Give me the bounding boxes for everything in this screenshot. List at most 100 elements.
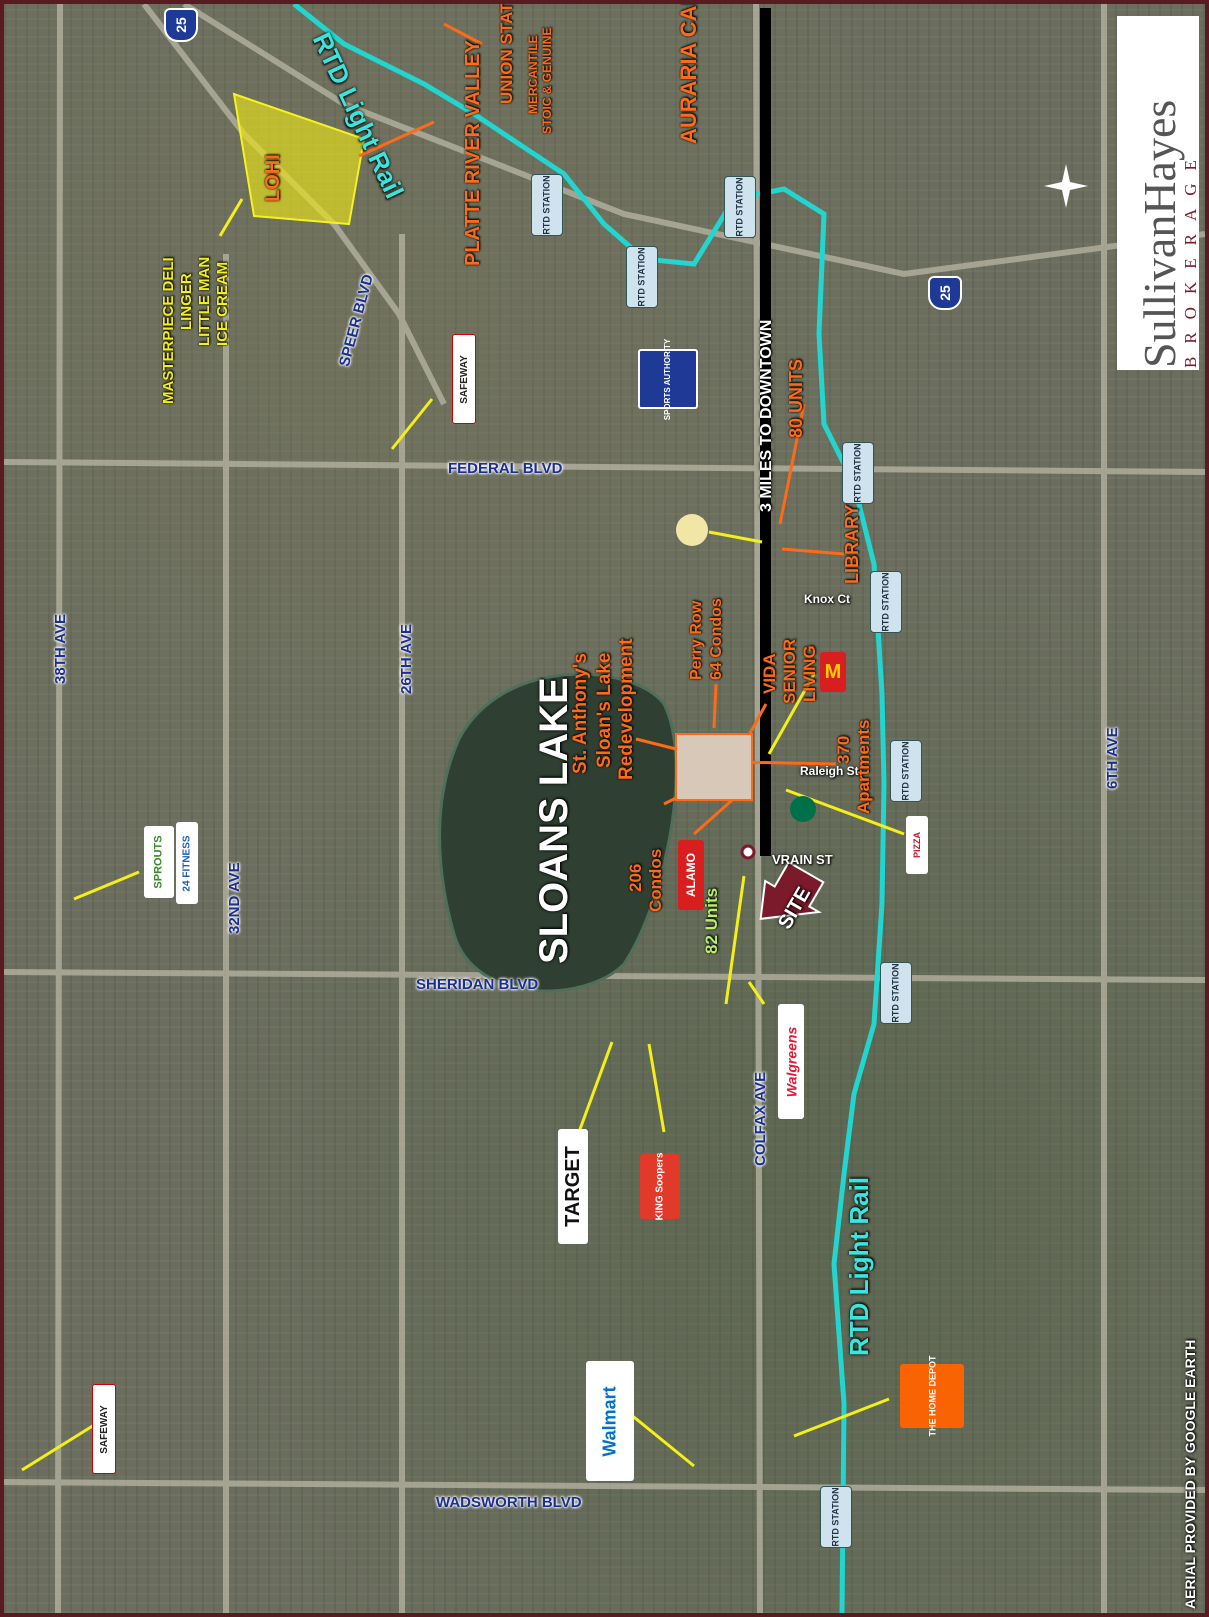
label-82-units: 82 Units: [702, 887, 721, 954]
label-union-station: UNION STATION: [497, 4, 516, 104]
alamo-logo: ALAMO: [678, 840, 704, 910]
speer-road: [141, 4, 447, 406]
label-6th-ave: 6TH AVE: [1104, 727, 1121, 789]
label-32nd-ave: 32ND AVE: [226, 862, 243, 934]
label-26th-ave: 26TH AVE: [398, 623, 415, 694]
walgreens-logo: Walgreens: [778, 1004, 804, 1119]
redevelopment-block: [675, 733, 753, 801]
label-knox-ct: Knox Ct: [804, 592, 850, 606]
label-platte-river-valley: PLATTE RIVER VALLEY: [462, 40, 484, 266]
wadsworth-road: [4, 1479, 1205, 1493]
label-raleigh-st: Raleigh St: [800, 764, 859, 778]
light-rail-line: [292, 4, 887, 1613]
brand-name: SullivanHayes: [1134, 99, 1185, 368]
ave38-road: [55, 4, 63, 1613]
label-colfax-ave: COLFAX AVE: [752, 1071, 769, 1166]
safeway-logo-top: SAFEWAY: [452, 334, 476, 424]
label-condos: Condos: [646, 848, 665, 912]
pizza-logo: PIZZA: [906, 816, 928, 874]
arrow-platte: [358, 120, 435, 158]
label-3-miles-downtown: 3 MILES TO DOWNTOWN: [758, 319, 775, 512]
site-arrow-shape: [759, 860, 825, 920]
label-linger: LINGER: [178, 273, 195, 330]
label-little-man: LITTLE MAN: [196, 256, 213, 346]
lohi-area: [232, 92, 366, 226]
stadium-icon: [676, 514, 708, 546]
sprouts-logo: SPROUTS: [144, 826, 174, 898]
brand-block: SullivanHayes BROKERAGE: [1117, 16, 1200, 370]
label-st-anthony-3: Redevelopment: [616, 638, 637, 780]
station-badge-6: RTD STATION: [890, 740, 922, 802]
arrow-library: [781, 547, 845, 556]
arrow-sports-stadium: [708, 530, 763, 544]
label-vrain-st: VRAIN ST: [772, 852, 833, 867]
label-auraria-campus: AURARIA CAMPUS: [676, 4, 701, 144]
i25-road: [182, 4, 1205, 278]
downtown-line: [760, 8, 771, 856]
label-38th-ave: 38TH AVE: [52, 613, 69, 684]
arrow-walgreens: [747, 981, 766, 1005]
arrow-walmart: [623, 1407, 695, 1468]
station-badge-2: RTD STATION: [626, 246, 658, 308]
compass-icon: [1044, 164, 1088, 208]
site-marker: [740, 844, 756, 860]
station-badge-3: RTD STATION: [724, 176, 756, 238]
arrow-82: [724, 875, 746, 1005]
brand-tagline: BROKERAGE: [1181, 147, 1200, 368]
king-soopers-logo: KING Soopers: [640, 1153, 680, 1220]
label-80-units: 80 UNITS: [786, 358, 806, 438]
label-206: 206: [626, 863, 645, 892]
station-badge-8: RTD STATION: [820, 1486, 852, 1548]
arrow-lohi: [218, 198, 244, 237]
station-badge-1: RTD STATION: [531, 174, 563, 236]
arrow-perry: [712, 683, 718, 729]
target-logo: TARGET: [558, 1129, 588, 1244]
arrow-safeway-bottom: [21, 1420, 100, 1472]
mcdonalds-logo: M: [820, 652, 846, 692]
fitness-logo: 24 FITNESS: [176, 822, 198, 904]
arrow-target: [577, 1041, 614, 1133]
home-depot-logo: THE HOME DEPOT: [900, 1355, 964, 1437]
arrow-king: [647, 1043, 666, 1133]
label-light-rail-bottom: RTD Light Rail: [844, 1176, 874, 1356]
starbucks-icon: [790, 796, 816, 822]
label-lohi: LOHI: [262, 154, 284, 202]
i25-shield-right: 25: [928, 276, 962, 310]
aerial-map: SullivanHayes BROKERAGE AERIAL PROVIDED …: [4, 4, 1205, 1613]
safeway-logo-bottom: SAFEWAY: [92, 1384, 116, 1474]
label-64-condos: 64 Condos: [708, 598, 725, 680]
station-badge-4: RTD STATION: [842, 442, 874, 504]
i25-shield-top: 25: [164, 8, 198, 42]
label-st-anthony-2: Sloan's Lake: [594, 652, 615, 768]
label-senior: SENIOR: [780, 638, 799, 704]
credit-text: AERIAL PROVIDED BY GOOGLE EARTH: [1182, 1339, 1198, 1609]
sloans-lake-water: [438, 672, 678, 993]
arrow-homedepot: [793, 1397, 890, 1438]
arrow-stanthony: [635, 737, 677, 751]
colfax-road: [753, 4, 763, 1613]
label-masterpiece-deli: MASTERPIECE DELI: [160, 257, 177, 404]
label-perry-row: Perry Row: [688, 600, 705, 680]
label-sheridan-blvd: SHERIDAN BLVD: [416, 976, 539, 993]
label-library: LIBRARY: [842, 504, 862, 584]
map-overlay: [4, 4, 1205, 1613]
label-apartments: Apartments: [854, 719, 873, 814]
label-vida: VIDA: [760, 653, 779, 694]
arrow-safeway-top: [390, 398, 434, 450]
station-badge-5: RTD STATION: [870, 571, 902, 633]
federal-road: [4, 459, 1205, 475]
label-ice-cream: ICE CREAM: [214, 261, 231, 346]
label-sloans-lake: SLOANS LAKE: [532, 677, 576, 964]
arrow-mcd: [767, 673, 816, 755]
sports-authority-logo: SPORTS AUTHORITY: [638, 338, 698, 420]
label-mercantile: MERCANTILE: [526, 35, 540, 114]
label-federal-blvd: FEDERAL BLVD: [448, 460, 563, 477]
walmart-logo: Walmart: [586, 1361, 634, 1481]
arrow-union: [443, 22, 483, 46]
arrow-80units: [778, 403, 806, 525]
label-wadsworth-blvd: WADSWORTH BLVD: [436, 1494, 582, 1511]
station-badge-7: RTD STATION: [880, 962, 912, 1024]
label-stoic-genuine: STOIC & GENUINE: [540, 27, 554, 134]
arrow-sprouts: [73, 870, 140, 901]
label-living: LIVING: [800, 645, 819, 702]
